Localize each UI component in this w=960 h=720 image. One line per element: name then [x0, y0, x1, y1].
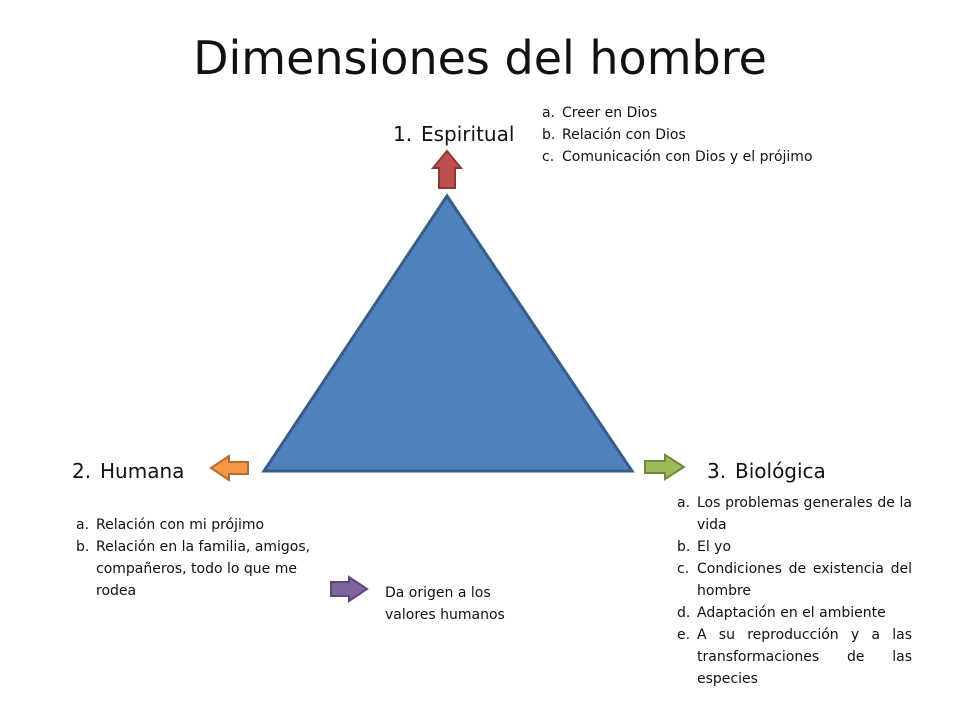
list-marker: a. — [76, 517, 90, 533]
list-item: c. Condiciones de existencia del hombre — [677, 558, 912, 602]
list-marker: b. — [542, 127, 556, 143]
list-text: Relación con Dios — [562, 127, 686, 143]
list-item: a. Los problemas generales de la vida — [677, 492, 912, 536]
list-item: b. Relación en la familia, amigos, compañ… — [76, 536, 326, 602]
arrow-up-icon — [430, 149, 464, 189]
list-marker: b. — [76, 539, 90, 555]
list-item: b. Relación con Dios — [542, 124, 842, 146]
values-note: Da origen a los valores humanos — [385, 585, 505, 623]
list-marker: d. — [677, 605, 691, 621]
list-text: A su reproducción y a las transformacion… — [697, 627, 912, 687]
list-marker: a. — [542, 105, 556, 121]
list-text: El yo — [697, 539, 732, 555]
arrow-right-icon — [644, 453, 686, 481]
list-item: e. A su reproducción y a las transformaci… — [677, 624, 912, 690]
list-text: Los problemas generales de la vida — [697, 495, 912, 533]
heading-biologica: 3. Biológica — [707, 458, 826, 484]
biologica-list: a. Los problemas generales de la vida b. E… — [677, 492, 912, 690]
dimensions-triangle — [261, 193, 635, 473]
heading-label: Espiritual — [421, 122, 515, 146]
list-item: a. Creer en Dios — [542, 102, 842, 124]
heading-number: 3. — [707, 459, 727, 483]
heading-label: Humana — [100, 459, 185, 483]
arrow-note-icon — [330, 575, 369, 603]
list-item: b. El yo — [677, 536, 912, 558]
heading-number: 1. — [393, 122, 413, 146]
list-text: Relación con mi prójimo — [96, 517, 265, 533]
list-marker: c. — [677, 561, 690, 577]
list-item: d. Adaptación en el ambiente — [677, 602, 912, 624]
list-marker: c. — [542, 149, 555, 165]
humana-list: a. Relación con mi prójimo b. Relación en … — [76, 514, 326, 602]
list-text: Adaptación en el ambiente — [697, 605, 886, 621]
heading-number: 2. — [72, 459, 92, 483]
list-marker: a. — [677, 495, 691, 511]
heading-label: Biológica — [735, 459, 826, 483]
list-marker: b. — [677, 539, 691, 555]
list-text: Creer en Dios — [562, 105, 658, 121]
list-item: a. Relación con mi prójimo — [76, 514, 326, 536]
list-text: Condiciones de existencia del hombre — [697, 561, 912, 599]
list-item: c. Comunicación con Dios y el prójimo — [542, 146, 842, 168]
list-text: Comunicación con Dios y el prójimo — [562, 149, 813, 165]
arrow-left-icon — [209, 454, 249, 482]
heading-espiritual: 1. Espiritual — [393, 121, 514, 147]
slide-title: Dimensiones del hombre — [193, 31, 767, 85]
list-marker: e. — [677, 627, 691, 643]
list-text: Relación en la familia, amigos, compañer… — [96, 539, 311, 599]
espiritual-list: a. Creer en Dios b. Relación con Dios c. Co… — [542, 102, 842, 168]
heading-humana: 2. Humana — [72, 458, 184, 484]
